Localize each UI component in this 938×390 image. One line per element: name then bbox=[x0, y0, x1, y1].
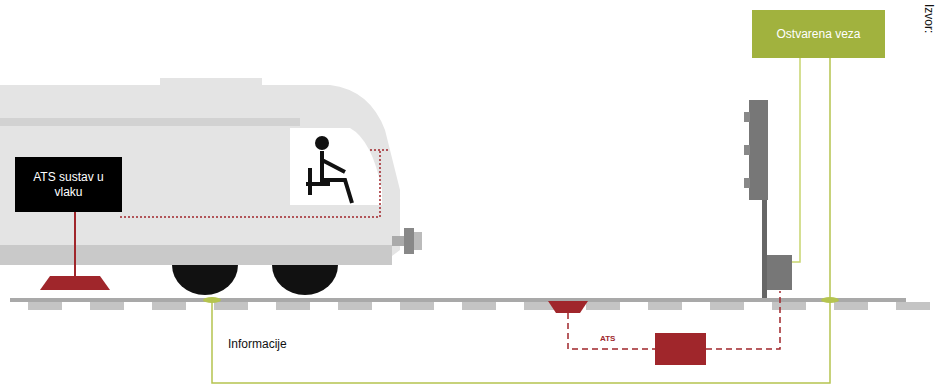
source-note: Izvor: bbox=[922, 4, 936, 33]
sleeper bbox=[772, 302, 806, 310]
wheel bbox=[172, 265, 238, 295]
signal-box bbox=[767, 255, 792, 290]
track-balise bbox=[548, 301, 588, 313]
sleeper bbox=[648, 302, 682, 310]
link-wire bbox=[792, 58, 800, 262]
signal-lamp bbox=[744, 112, 750, 122]
sleeper bbox=[586, 302, 620, 310]
sleeper bbox=[400, 302, 434, 310]
info-point bbox=[203, 297, 221, 303]
cab-window bbox=[290, 128, 382, 205]
coupler-head bbox=[404, 228, 414, 254]
sleeper bbox=[834, 302, 868, 310]
sleeper bbox=[152, 302, 186, 310]
signal-lamp bbox=[744, 178, 750, 188]
onboard-wire bbox=[120, 150, 388, 217]
sleeper bbox=[90, 302, 124, 310]
ats-label: ATS bbox=[600, 334, 615, 343]
sleeper bbox=[462, 302, 496, 310]
driver-head bbox=[315, 136, 329, 150]
sleeper bbox=[276, 302, 310, 310]
coupler-arm bbox=[392, 236, 406, 246]
ats-onboard-box: ATS sustav u vlaku bbox=[15, 157, 122, 212]
signal-lamp bbox=[744, 145, 750, 155]
train-antenna bbox=[40, 276, 110, 290]
signal-head bbox=[749, 100, 768, 200]
sleeper bbox=[214, 302, 248, 310]
sleeper bbox=[338, 302, 372, 310]
sleepers bbox=[28, 302, 930, 310]
ats-encoder bbox=[655, 333, 706, 365]
info-point bbox=[821, 297, 839, 303]
node-text: ATS sustav u vlaku bbox=[23, 170, 115, 200]
antenna-stem bbox=[74, 210, 76, 278]
wheel bbox=[272, 265, 338, 295]
node-text: Ostvarena veza bbox=[776, 27, 860, 42]
train-body bbox=[0, 78, 400, 265]
signal-post bbox=[762, 195, 767, 298]
connection-box: Ostvarena veza bbox=[752, 10, 885, 58]
train-stripe bbox=[0, 118, 300, 126]
sleeper bbox=[896, 302, 930, 310]
info-wire bbox=[212, 58, 830, 383]
coupler-plate bbox=[414, 232, 422, 250]
info-label: Informacije bbox=[228, 337, 287, 351]
sleeper bbox=[710, 302, 744, 310]
sleeper bbox=[28, 302, 62, 310]
rail bbox=[10, 298, 906, 302]
driver-figure bbox=[306, 151, 352, 203]
train-skirt bbox=[0, 245, 392, 265]
